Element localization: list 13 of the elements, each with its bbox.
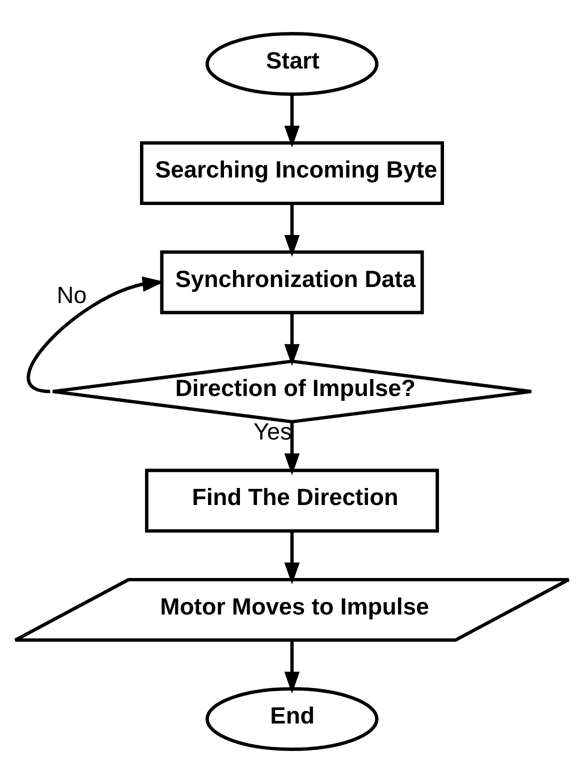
node-box: Synchronization Data — [160, 250, 424, 314]
arrow — [284, 640, 300, 694]
node-diamond: Direction of Impulse? — [51, 359, 533, 423]
arrow — [284, 312, 300, 366]
node-box: Searching Incoming Byte — [140, 140, 444, 205]
node-box: Find The Direction — [145, 468, 439, 532]
node-ellipse: End — [206, 686, 378, 750]
arrow — [284, 422, 300, 475]
node-ellipse: Start — [206, 32, 378, 96]
arrow — [284, 94, 300, 148]
edge-label: No — [56, 282, 87, 308]
arrow — [284, 203, 300, 256]
arrow — [284, 530, 300, 584]
